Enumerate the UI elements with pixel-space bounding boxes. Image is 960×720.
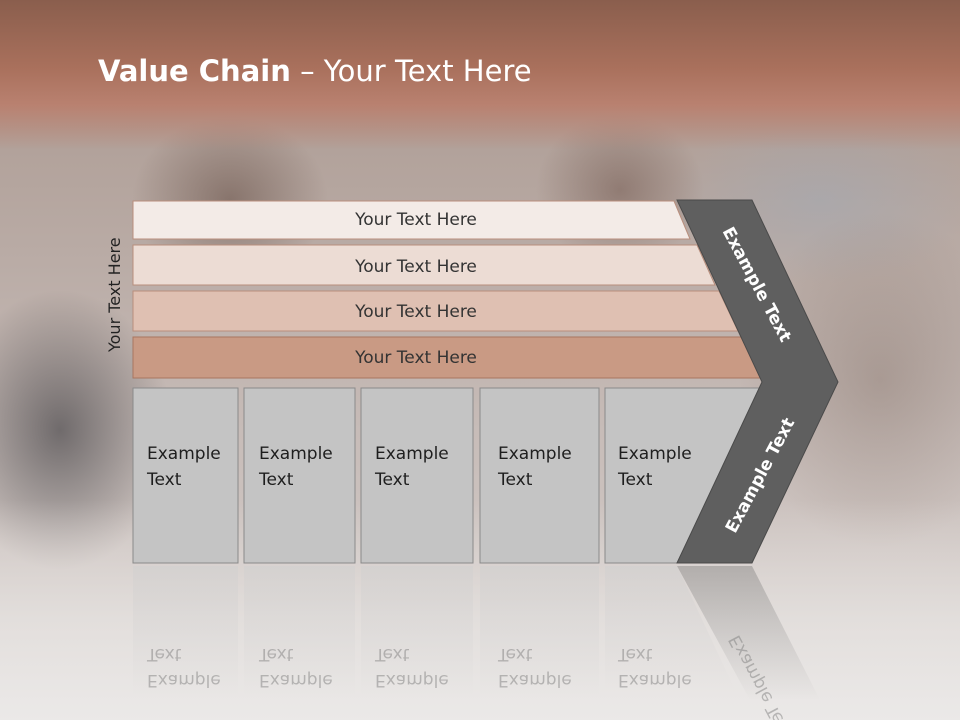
activity-box-2[interactable] [243,387,356,564]
reflection-box-1-line1: Example [147,670,221,690]
reflection-box-2-line2: Text [258,644,294,664]
reflection-box-5-line1: Example [618,670,692,690]
chevron-arrow[interactable] [676,199,839,564]
box-3-line1: Example [375,444,449,464]
title-rest: – Your Text Here [290,54,532,88]
reflection-box-4-line2: Text [497,644,533,664]
reflection-box-3-line2: Text [374,644,410,664]
box-5-line2: Text [617,470,653,490]
box-4-line2: Text [497,470,533,490]
reflection-box-1-line2: Text [146,644,182,664]
slide-title[interactable]: Value Chain – Your Text Here [98,54,532,88]
bar-1[interactable] [132,200,691,240]
bar-2-label: Your Text Here [354,257,477,277]
bar-1-label: Your Text Here [354,210,477,230]
box-2-line2: Text [258,470,294,490]
box-2-line1: Example [259,444,333,464]
bar-2[interactable] [132,244,716,286]
activity-box-4[interactable] [479,387,600,564]
reflection-box-5-line2: Text [617,644,653,664]
box-1-line2: Text [146,470,182,490]
bar-3-label: Your Text Here [354,302,477,322]
header-band [0,0,960,150]
box-5-line1: Example [618,444,692,464]
bar-4-label: Your Text Here [354,348,477,368]
activity-box-3[interactable] [360,387,474,564]
reflection-box-2-line1: Example [259,670,333,690]
title-bold: Value Chain [98,54,291,88]
activity-box-1[interactable] [132,387,239,564]
box-3-line2: Text [374,470,410,490]
reflection: Example Text Example Text Example Text E… [133,566,820,720]
box-1-line1: Example [147,444,221,464]
reflection-box-3-line1: Example [375,670,449,690]
reflection-box-4-line1: Example [498,670,572,690]
box-4-line1: Example [498,444,572,464]
